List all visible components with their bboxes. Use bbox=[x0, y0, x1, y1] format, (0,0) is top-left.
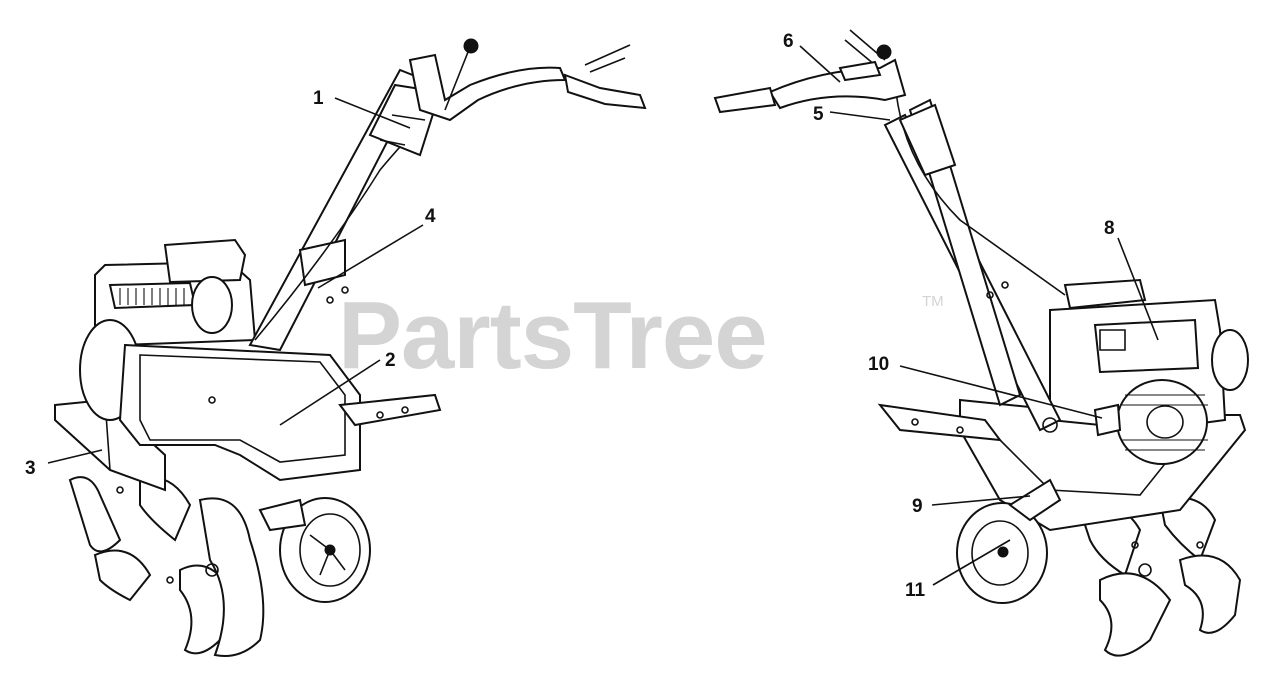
tine-guard bbox=[118, 343, 361, 482]
right-engine bbox=[1049, 278, 1249, 465]
callout-1: 1 bbox=[313, 88, 324, 109]
watermark-brand: PartsTree bbox=[338, 282, 767, 389]
left-wheel bbox=[258, 497, 371, 603]
callout-2: 2 bbox=[385, 350, 396, 371]
throttle-knob-right bbox=[876, 44, 892, 60]
watermark-trademark: TM bbox=[922, 293, 944, 310]
left-handle-grip bbox=[563, 73, 647, 110]
callout-9: 9 bbox=[912, 496, 923, 517]
left-tines bbox=[68, 476, 265, 657]
callout-5: 5 bbox=[813, 104, 824, 125]
callout-10: 10 bbox=[868, 354, 889, 375]
callout-11: 11 bbox=[905, 580, 926, 601]
handlebar-right bbox=[768, 58, 907, 110]
right-tiller-illustration bbox=[713, 29, 1249, 657]
throttle-knob bbox=[463, 38, 479, 54]
callout-6: 6 bbox=[783, 31, 794, 52]
left-tiller-illustration bbox=[54, 38, 647, 657]
callout-3: 3 bbox=[25, 458, 36, 479]
callout-labels: 1 2 3 4 5 6 8 9 10 11 bbox=[25, 31, 1115, 601]
right-wheel bbox=[956, 478, 1062, 604]
callout-8: 8 bbox=[1104, 218, 1115, 239]
callout-4: 4 bbox=[425, 206, 436, 227]
callout-leaders bbox=[47, 45, 1159, 586]
right-handle-grip bbox=[713, 86, 777, 114]
recoil-starter-grip bbox=[1093, 403, 1122, 437]
